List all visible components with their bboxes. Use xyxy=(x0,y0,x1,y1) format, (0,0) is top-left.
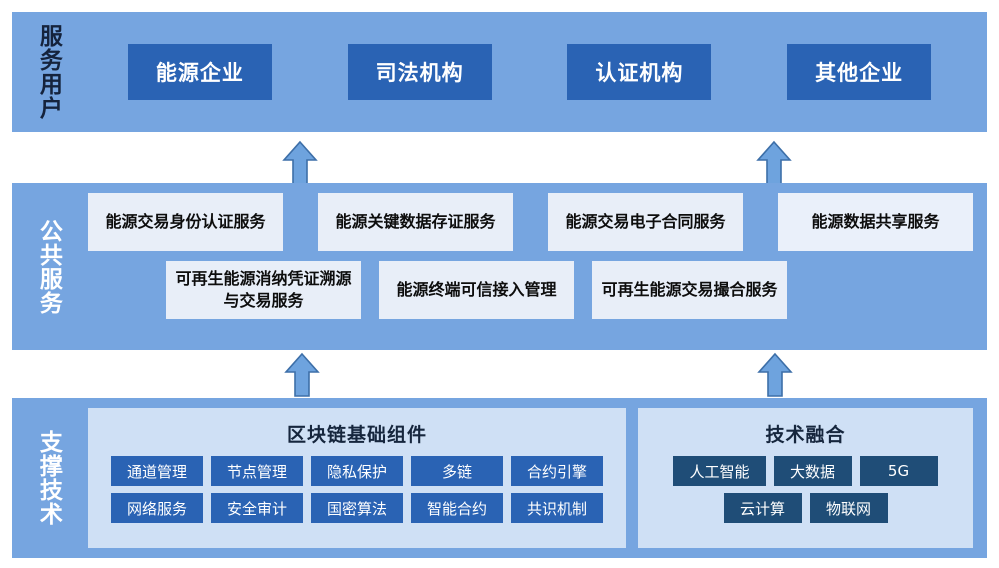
user-box-judicial-agency[interactable]: 司法机构 xyxy=(347,44,492,100)
panel-title-blockchain-components: 区块链基础组件 xyxy=(286,424,427,446)
panel-technology-fusion: 技术融合 人工智能 大数据 5G 云计算 物联网 xyxy=(638,408,973,548)
chip-network-service[interactable]: 网络服务 xyxy=(111,493,203,523)
chip-multi-chain[interactable]: 多链 xyxy=(411,456,503,486)
arrow-public-to-users-left xyxy=(282,140,318,186)
panel-blockchain-components: 区块链基础组件 通道管理 节点管理 隐私保护 多链 合约引擎 网络服务 安全审计… xyxy=(88,408,626,548)
chip-cloud-computing[interactable]: 云计算 xyxy=(723,493,802,523)
chip-national-crypto-algorithm[interactable]: 国密算法 xyxy=(311,493,403,523)
arrow-support-to-public-left xyxy=(284,352,320,398)
user-box-energy-enterprise[interactable]: 能源企业 xyxy=(127,44,272,100)
service-box-key-data-notarization[interactable]: 能源关键数据存证服务 xyxy=(318,193,513,251)
service-box-electronic-contract[interactable]: 能源交易电子合同服务 xyxy=(548,193,743,251)
public-services-content: 能源交易身份认证服务 能源关键数据存证服务 能源交易电子合同服务 能源数据共享服… xyxy=(84,183,987,350)
chip-privacy-protection[interactable]: 隐私保护 xyxy=(311,456,403,486)
fusion-chip-row-1: 人工智能 大数据 5G xyxy=(648,456,963,486)
chip-channel-management[interactable]: 通道管理 xyxy=(111,456,203,486)
layer-public-services: 公共服务 能源交易身份认证服务 能源关键数据存证服务 能源交易电子合同服务 能源… xyxy=(12,183,987,350)
layer-label-service-users: 服务用户 xyxy=(35,24,62,120)
chip-big-data[interactable]: 大数据 xyxy=(773,456,852,486)
arrow-public-to-users-right xyxy=(756,140,792,186)
service-box-renewable-trade-matching[interactable]: 可再生能源交易撮合服务 xyxy=(592,261,787,319)
chip-consensus-mechanism[interactable]: 共识机制 xyxy=(511,493,603,523)
layer-support-technology: 支撑技术 区块链基础组件 通道管理 节点管理 隐私保护 多链 合约引擎 网络服务… xyxy=(12,398,987,558)
chip-security-audit[interactable]: 安全审计 xyxy=(211,493,303,523)
service-user-box-row: 能源企业 司法机构 认证机构 其他企业 xyxy=(84,12,987,132)
chip-contract-engine[interactable]: 合约引擎 xyxy=(511,456,603,486)
layer-service-users: 服务用户 能源企业 司法机构 认证机构 其他企业 xyxy=(12,12,987,132)
chip-artificial-intelligence[interactable]: 人工智能 xyxy=(673,456,766,486)
chip-5g[interactable]: 5G xyxy=(859,456,938,486)
service-box-identity-authentication[interactable]: 能源交易身份认证服务 xyxy=(88,193,283,251)
public-service-row-1: 能源交易身份认证服务 能源关键数据存证服务 能源交易电子合同服务 能源数据共享服… xyxy=(88,193,973,251)
arrow-support-to-public-right xyxy=(757,352,793,398)
chip-smart-contract[interactable]: 智能合约 xyxy=(411,493,503,523)
service-box-renewable-certificate-tracing[interactable]: 可再生能源消纳凭证溯源与交易服务 xyxy=(166,261,361,319)
user-box-other-enterprise[interactable]: 其他企业 xyxy=(787,44,932,100)
support-technology-content: 区块链基础组件 通道管理 节点管理 隐私保护 多链 合约引擎 网络服务 安全审计… xyxy=(84,398,987,558)
panel-title-technology-fusion: 技术融合 xyxy=(765,424,846,446)
fusion-chip-row-2: 云计算 物联网 xyxy=(648,493,963,523)
user-box-certification-agency[interactable]: 认证机构 xyxy=(567,44,712,100)
chip-internet-of-things[interactable]: 物联网 xyxy=(809,493,888,523)
blockchain-chip-row-2: 网络服务 安全审计 国密算法 智能合约 共识机制 xyxy=(98,493,616,523)
layer-label-support-technology: 支撑技术 xyxy=(35,430,62,526)
public-service-row-2: 可再生能源消纳凭证溯源与交易服务 能源终端可信接入管理 可再生能源交易撮合服务 xyxy=(88,261,973,319)
layer-label-public-services: 公共服务 xyxy=(35,218,62,315)
chip-node-management[interactable]: 节点管理 xyxy=(211,456,303,486)
service-box-terminal-trusted-access[interactable]: 能源终端可信接入管理 xyxy=(379,261,574,319)
service-box-data-sharing[interactable]: 能源数据共享服务 xyxy=(778,193,973,251)
blockchain-chip-row-1: 通道管理 节点管理 隐私保护 多链 合约引擎 xyxy=(98,456,616,486)
